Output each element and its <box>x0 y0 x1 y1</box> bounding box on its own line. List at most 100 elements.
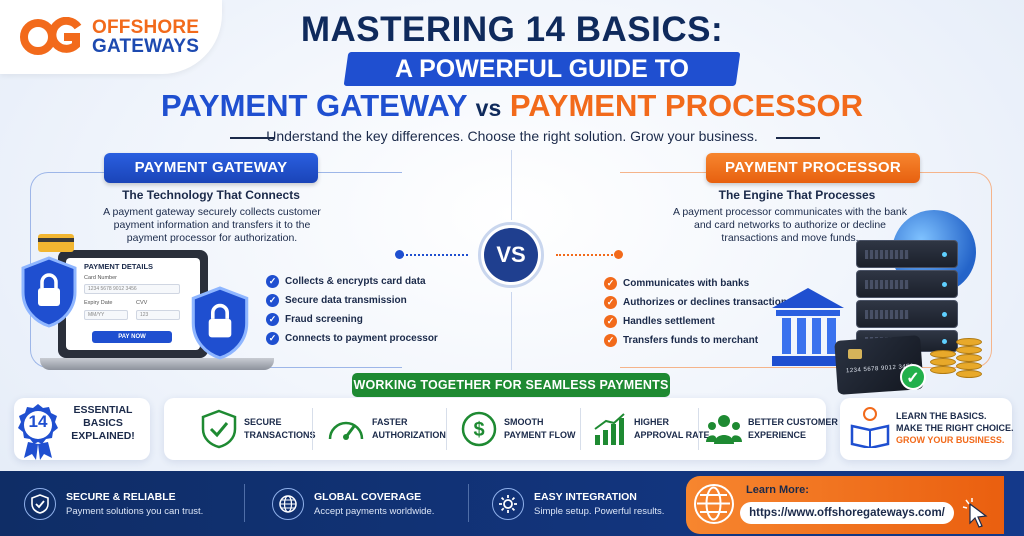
check-icon: ✓ <box>604 334 617 347</box>
footer-separator <box>244 484 245 522</box>
bank-icon <box>772 288 844 366</box>
expiry-field[interactable]: MM/YY <box>84 310 128 320</box>
card-number-label: Card Number <box>84 275 118 281</box>
processor-feature-label: Handles settlement <box>623 316 715 327</box>
vs-label: VS <box>484 228 538 282</box>
card-number-field[interactable]: 1234 5678 9012 3456 <box>84 284 180 294</box>
processor-feature-label: Communicates with banks <box>623 278 750 289</box>
brand-line-1: OFFSHORE <box>92 17 200 38</box>
gear-icon <box>492 487 524 520</box>
benefit-line-1: HIGHER <box>634 417 670 427</box>
learn-line-2: MAKE THE RIGHT CHOICE. <box>896 423 1014 433</box>
processor-feature-label: Authorizes or declines transactions <box>623 297 793 308</box>
gateway-feature-label: Secure data transmission <box>285 295 407 306</box>
learn-slogan: LEARN THE BASICS. MAKE THE RIGHT CHOICE.… <box>896 410 1014 446</box>
processor-feature-label: Transfers funds to merchant <box>623 335 759 346</box>
subtitle-rule-right <box>776 137 820 139</box>
gateway-feature: ✓ Connects to payment processor <box>266 332 438 345</box>
pay-now-button[interactable]: PAY NOW <box>92 331 172 343</box>
laptop-base <box>40 358 274 370</box>
benefit-separator <box>312 408 313 450</box>
gateway-feature: ✓Secure data transmission <box>266 294 407 307</box>
svg-text:$: $ <box>473 419 484 441</box>
server-icon <box>856 300 958 328</box>
brand-name: OFFSHORE GATEWAYS <box>92 18 199 56</box>
globe-icon <box>272 487 304 520</box>
essentials-label: ESSENTIAL BASICS EXPLAINED! <box>58 404 148 443</box>
footer-item-title: EASY INTEGRATION <box>534 490 637 503</box>
shield-lock-icon-2 <box>191 286 249 360</box>
check-icon: ✓ <box>604 296 617 309</box>
processor-connector <box>556 254 620 256</box>
website-globe-icon <box>694 484 734 524</box>
shield-check-icon <box>201 409 237 449</box>
processor-feature: ✓ Authorizes or declines transactions <box>604 296 793 309</box>
learn-line-1: LEARN THE BASICS. <box>896 411 987 421</box>
expiry-label: Expiry Date <box>84 300 113 306</box>
coin-stack-icon <box>956 362 982 370</box>
benefit-line-1: SECURE <box>244 417 282 427</box>
gateway-connector <box>398 254 468 256</box>
check-icon: ✓ <box>266 313 279 326</box>
working-together-title: WORKING TOGETHER FOR SEAMLESS PAYMENTS <box>352 373 670 397</box>
book-lightbulb-icon <box>850 407 890 448</box>
gateway-feature-label: Connects to payment processor <box>285 333 438 344</box>
gateway-feature: ✓ Fraud screening <box>266 313 363 326</box>
coin-stack-icon <box>930 366 956 374</box>
processor-feature: ✓Communicates with banks <box>604 277 749 290</box>
headline-line-1: MASTERING 14 BASICS: <box>300 10 724 49</box>
coin-stack-icon <box>930 358 956 366</box>
benefit-line-2: EXPERIENCE <box>748 430 807 440</box>
gateway-feature-label: Collects & encrypts card data <box>285 276 426 287</box>
shield-lock-icon <box>21 256 77 328</box>
speedometer-icon <box>328 421 364 440</box>
essentials-line-1: ESSENTIAL <box>73 404 133 416</box>
brand-logo[interactable]: OFFSHORE GATEWAYS <box>0 0 222 74</box>
server-icon <box>856 270 958 298</box>
footer-item-title: GLOBAL COVERAGE <box>314 490 422 503</box>
check-icon: ✓ <box>604 315 617 328</box>
badge-number: 14 <box>28 412 48 431</box>
processor-heading: The Engine That Processes <box>718 188 876 202</box>
coin-stack-icon <box>956 338 982 346</box>
headline-line-2: A POWERFUL GUIDE TO <box>395 55 689 83</box>
badge-14-icon <box>18 404 58 460</box>
coin-stack-icon <box>956 346 982 354</box>
footer-item-title: SECURE & RELIABLE <box>66 490 176 503</box>
brand-line-2: GATEWAYS <box>92 36 200 57</box>
server-icon <box>856 240 958 268</box>
gateway-feature-label: Fraud screening <box>285 314 363 325</box>
headline-line-3: PAYMENT GATEWAY vs PAYMENT PROCESSOR <box>0 88 1024 124</box>
cursor-click-icon <box>962 498 988 528</box>
processor-tag: PAYMENT PROCESSOR <box>706 153 920 183</box>
headline-gateway: PAYMENT GATEWAY <box>160 88 468 123</box>
credit-card-icon <box>38 234 74 252</box>
headline-vs: vs <box>475 95 502 121</box>
center-divider-bottom <box>511 292 512 370</box>
headline-processor: PAYMENT PROCESSOR <box>509 88 864 123</box>
processor-feature: ✓ Handles settlement <box>604 315 715 328</box>
essentials-line-3: EXPLAINED! <box>71 430 135 442</box>
cvv-label: CVV <box>136 300 148 306</box>
vs-badge: VS <box>478 222 544 288</box>
check-icon: ✓ <box>266 332 279 345</box>
footer-separator <box>468 484 469 522</box>
subtitle-rule-left <box>230 137 274 139</box>
processor-connector-dot <box>614 250 623 259</box>
learn-line-3: GROW YOUR BUSINESS. <box>896 435 1005 445</box>
benefit-separator <box>580 408 581 450</box>
website-link[interactable]: https://www.offshoregateways.com/ <box>740 502 954 524</box>
og-logo-icon <box>20 17 82 55</box>
growth-chart-icon <box>594 413 625 445</box>
cvv-field[interactable]: 123 <box>136 310 180 320</box>
payment-details-title: PAYMENT DETAILS <box>84 262 154 271</box>
card-chip-icon <box>848 349 862 359</box>
shield-check-icon <box>24 487 56 520</box>
benefit-line-2: AUTHORIZATION <box>372 430 446 440</box>
